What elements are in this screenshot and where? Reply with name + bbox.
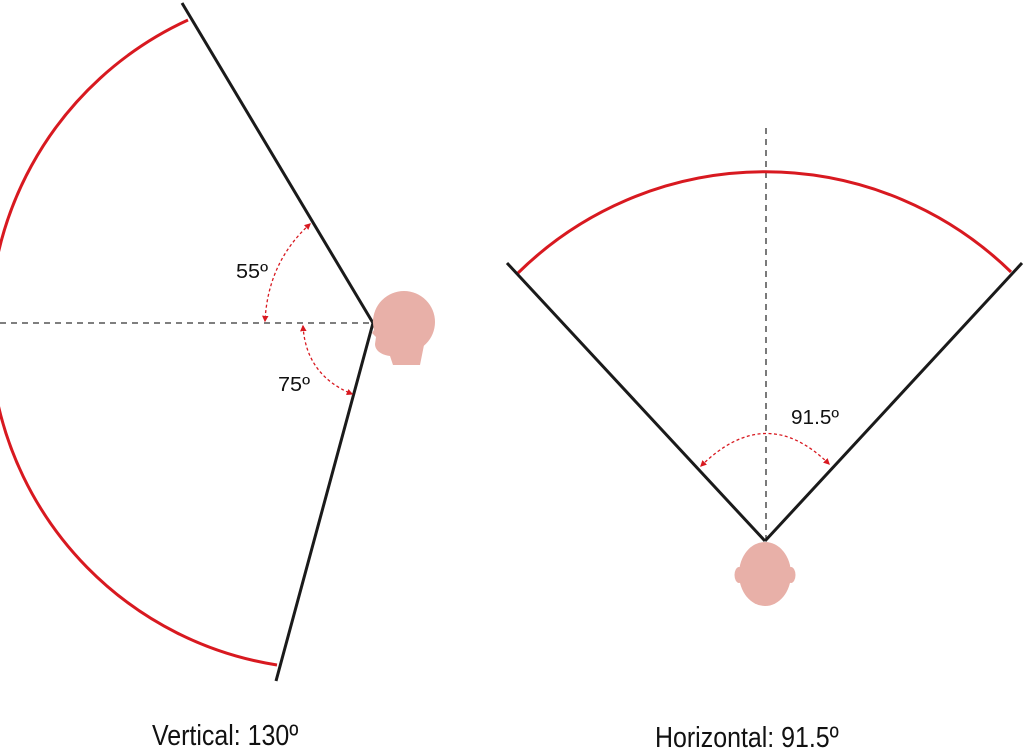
- horizontal-fov: 91.5º: [505, 128, 1024, 606]
- horizontal-fov-arc: [516, 170, 1013, 275]
- horizontal-left-boundary-line: [505, 261, 767, 543]
- vertical-fov: 55º 75º: [0, 2, 435, 682]
- vertical-lower-boundary-line: [274, 322, 375, 682]
- lower-angle-label: 75º: [278, 374, 311, 396]
- vertical-upper-boundary-line: [180, 2, 375, 324]
- upper-angle-label: 55º: [236, 261, 269, 283]
- horizontal-angle-label: 91.5º: [791, 407, 840, 429]
- horizontal-angle-arrow: [700, 432, 830, 467]
- horizontal-right-boundary-line: [763, 261, 1024, 543]
- upper-angle-arrow: [262, 223, 311, 323]
- vertical-fov-arc: [0, 18, 278, 667]
- lower-angle-arrow: [300, 324, 354, 396]
- horizontal-caption: Horizontal: 91.5º: [655, 722, 839, 754]
- head-side-icon: [372, 291, 435, 365]
- head-top-icon: [734, 542, 796, 606]
- vertical-caption: Vertical: 130º: [152, 720, 299, 752]
